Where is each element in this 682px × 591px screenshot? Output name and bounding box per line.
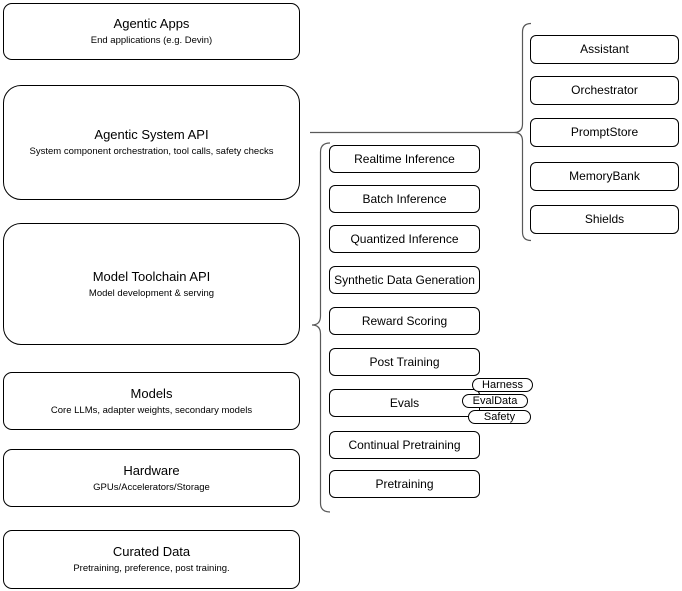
toolchain-item-post-training: Post Training (329, 348, 480, 376)
toolchain-item-continual-pretraining: Continual Pretraining (329, 431, 480, 459)
box-title: Model Toolchain API (92, 268, 211, 284)
toolchain-item-realtime-inference: Realtime Inference (329, 145, 480, 173)
box-title: Hardware (123, 462, 180, 478)
box-subtitle: Core LLMs, adapter weights, secondary mo… (50, 404, 253, 416)
toolchain-item-evals: Evals (329, 389, 480, 417)
toolchain-item-pretraining: Pretraining (329, 470, 480, 498)
layer-agentic-system-api: Agentic System API System component orch… (3, 85, 300, 200)
layer-curated-data: Curated Data Pretraining, preference, po… (3, 530, 300, 589)
box-title: Agentic System API (94, 127, 209, 142)
component-assistant: Assistant (530, 35, 679, 64)
toolchain-item-quantized-inference: Quantized Inference (329, 225, 480, 253)
toolchain-item-batch-inference: Batch Inference (329, 185, 480, 213)
box-title: Agentic Apps (113, 16, 190, 31)
toolchain-brace (311, 142, 331, 513)
layer-agentic-apps: Agentic Apps End applications (e.g. Devi… (3, 3, 300, 60)
box-subtitle: End applications (e.g. Devin) (90, 35, 213, 46)
component-memorybank: MemoryBank (530, 162, 679, 191)
component-promptstore: PromptStore (530, 118, 679, 147)
box-title: Curated Data (112, 544, 191, 559)
layer-models: Models Core LLMs, adapter weights, secon… (3, 372, 300, 430)
box-title: Models (130, 385, 173, 401)
toolchain-item-reward-scoring: Reward Scoring (329, 307, 480, 335)
layer-hardware: Hardware GPUs/Accelerators/Storage (3, 449, 300, 507)
box-subtitle: Pretraining, preference, post training. (73, 563, 230, 574)
toolchain-item-synthetic-data-generation: Synthetic Data Generation (329, 266, 480, 294)
box-subtitle: Model development & serving (88, 287, 215, 299)
component-shields: Shields (530, 205, 679, 234)
system-components-brace (513, 22, 532, 242)
evals-tag-evaldata: EvalData (462, 394, 528, 408)
evals-tag-safety: Safety (468, 410, 531, 424)
box-subtitle: System component orchestration, tool cal… (29, 146, 274, 157)
layer-model-toolchain-api: Model Toolchain API Model development & … (3, 223, 300, 345)
box-subtitle: GPUs/Accelerators/Storage (93, 481, 210, 493)
evals-tag-harness: Harness (472, 378, 533, 392)
component-orchestrator: Orchestrator (530, 76, 679, 105)
